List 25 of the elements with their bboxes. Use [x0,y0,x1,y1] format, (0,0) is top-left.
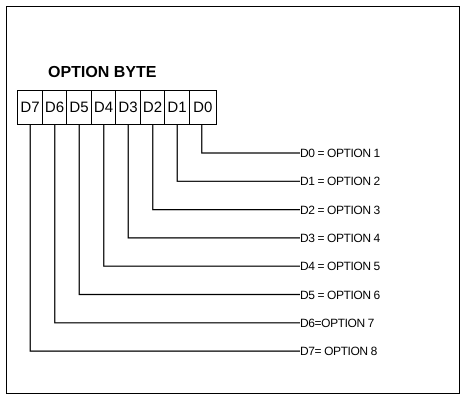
bit-description: D6=OPTION 7 [300,316,374,330]
leader-line [103,125,300,267]
leader-line [152,125,300,210]
bit-cell: D2 [140,90,166,125]
bit-description: D2 = OPTION 3 [300,202,380,217]
diagram-title: OPTION BYTE [48,64,156,82]
bit-description: D4 = OPTION 5 [300,259,380,274]
bit-cell: D7 [17,90,43,125]
bit-description: D7= OPTION 8 [300,344,377,358]
bit-cell: D6 [42,90,68,125]
leader-line [201,125,300,154]
bit-description: D3 = OPTION 4 [300,230,380,245]
bit-cell: D1 [164,90,190,125]
bit-cell: D0 [188,90,217,125]
bit-cell: D4 [90,90,116,125]
bit-description: D0 = OPTION 1 [300,146,380,160]
bit-description: D1 = OPTION 2 [300,174,380,188]
leader-line [176,125,300,182]
leader-line [30,125,300,352]
bit-description: D5 = OPTION 6 [300,288,380,302]
leader-line [78,125,300,296]
leader-line [128,125,300,238]
bit-cell: D3 [115,90,141,125]
bit-cell: D5 [66,90,92,125]
leader-line [54,125,300,324]
